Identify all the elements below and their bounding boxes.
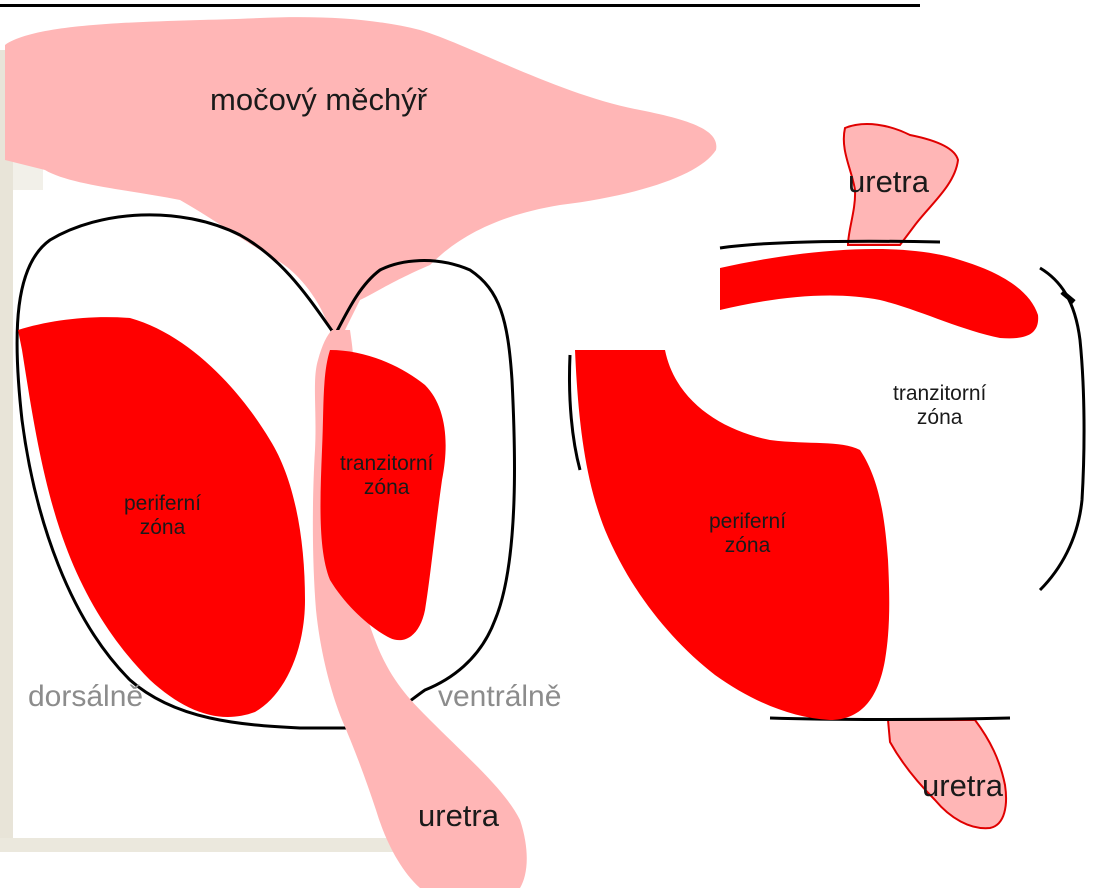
transition-zone-label-left-line1: tranzitorní: [340, 452, 433, 476]
peripheral-zone-label-right: periferní zóna: [709, 510, 786, 558]
peripheral-zone-label-left: periferní zóna: [124, 492, 201, 540]
top-rule: [0, 4, 920, 7]
transition-zone-label-right-line1: tranzitorní: [893, 382, 986, 406]
ventral-label: ventrálně: [438, 680, 561, 715]
urethra-label-bottom-left: uretra: [418, 798, 499, 834]
peripheral-zone-label-right-line1: periferní: [709, 510, 786, 534]
peripheral-zone-label-left-line2: zóna: [124, 516, 201, 540]
bladder-shape: [5, 17, 716, 330]
transition-zone-label-right: tranzitorní zóna: [893, 382, 986, 430]
side-panel: [0, 50, 13, 850]
transition-zone-label-right-line2: zóna: [893, 406, 986, 430]
dorsal-label: dorsálně: [28, 680, 143, 715]
urethra-label-top-right: uretra: [848, 164, 929, 200]
transition-zone-label-left-line2: zóna: [340, 476, 433, 500]
gland-outline-bottom: [770, 718, 1010, 720]
gland-outline-top: [720, 241, 940, 248]
transition-zone-band-right: [720, 249, 1038, 338]
bladder-label: močový měchýř: [210, 82, 427, 118]
gland-outline-right: [1040, 268, 1084, 590]
urethra-label-bottom-right: uretra: [922, 768, 1003, 804]
peripheral-zone-label-left-line1: periferní: [124, 492, 201, 516]
peripheral-zone-label-right-line2: zóna: [709, 534, 786, 558]
transition-zone-label-left: tranzitorní zóna: [340, 452, 433, 500]
